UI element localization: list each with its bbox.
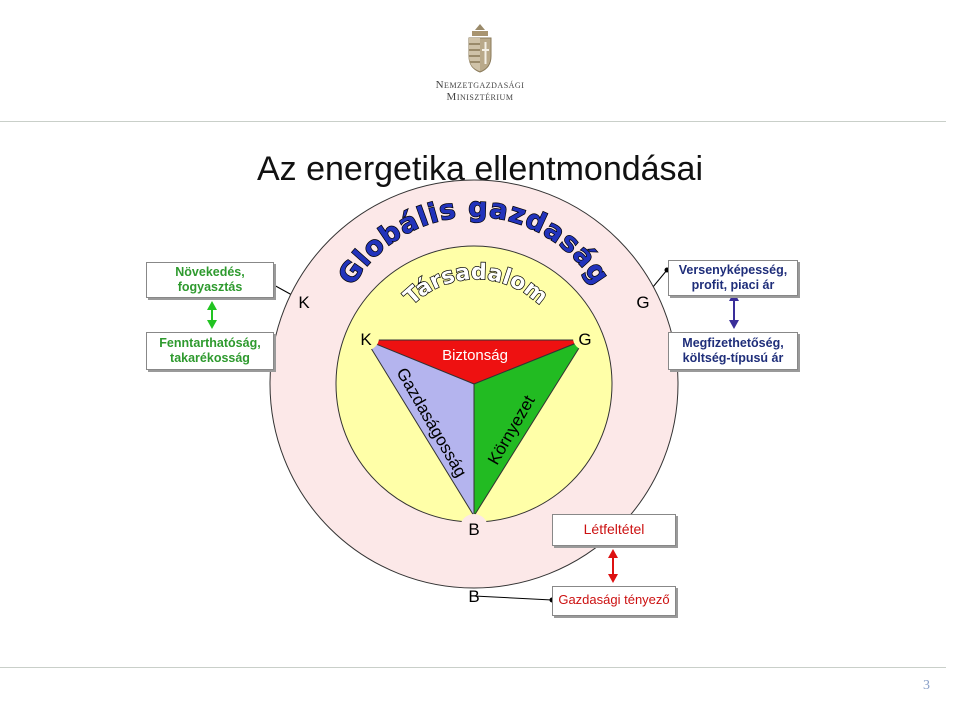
box-growth-line2: fogyasztás [177, 280, 243, 294]
ministry-name-line1: Nemzetgazdasági [435, 79, 525, 91]
coat-of-arms-icon [468, 24, 492, 73]
box-growth-consumption: Növekedés, fogyasztás [146, 262, 274, 298]
connector-bottom-bottom [473, 595, 553, 601]
header-divider [0, 121, 946, 122]
triangle-right-segment [473, 338, 586, 518]
ministry-logo: Nemzetgazdasági Minisztérium [418, 22, 542, 103]
inner-g-marker [573, 326, 597, 350]
box-affordability-cost: Megfizethetőség, költség-típusú ár [668, 332, 798, 370]
box-competitiveness-line1: Versenyképesség, [678, 263, 788, 277]
box-competitiveness-line2: profit, piaci ár [691, 278, 775, 292]
inner-b-letter: B [468, 520, 479, 539]
outer-k-letter: K [298, 293, 310, 312]
outer-g-letter: G [636, 293, 649, 312]
inner-b-marker [460, 514, 488, 542]
right-double-arrow [729, 292, 739, 329]
box-competitiveness-profit: Versenyképesség, profit, piaci ár [668, 260, 798, 296]
security-label: Biztonság [442, 347, 508, 364]
outer-k-marker [290, 287, 318, 315]
outer-g-marker [629, 287, 657, 315]
box-affordability-line1: Megfizethetőség, [682, 336, 784, 350]
page-number: 3 [923, 678, 930, 693]
inner-g-letter: G [578, 330, 591, 349]
box-life-condition: Létfeltétel [552, 514, 676, 546]
outer-b-letter: B [468, 587, 479, 606]
left-double-arrow [207, 301, 217, 329]
box-sustainability-line2: takarékosság [170, 351, 250, 365]
box-sustainability-line1: Fenntarthatóság, [159, 336, 261, 350]
bottom-double-arrow [608, 549, 618, 583]
box-growth-line1: Növekedés, [175, 265, 245, 279]
ministry-name-line2: Minisztérium [446, 91, 514, 103]
inner-k-letter: K [360, 330, 372, 349]
footer-divider [0, 667, 946, 668]
box-economic-factor: Gazdasági tényező [552, 586, 676, 616]
box-affordability-line2: költség-típusú ár [682, 351, 784, 365]
inner-k-marker [355, 326, 379, 350]
box-sustainability-saving: Fenntarthatóság, takarékosság [146, 332, 274, 370]
